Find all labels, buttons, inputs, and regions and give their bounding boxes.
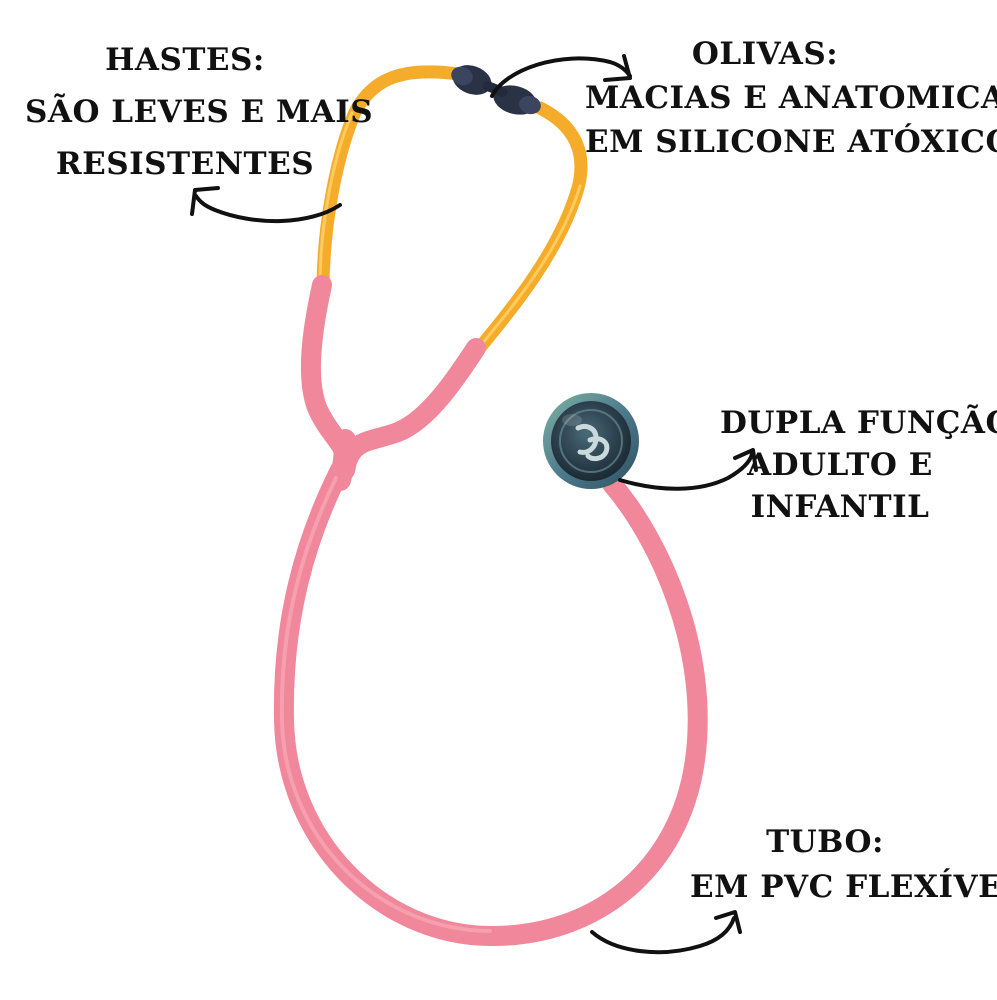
main-tube [273, 460, 708, 947]
left-binaural-highlight [318, 111, 354, 287]
yoke-tubing [300, 275, 486, 491]
callout-arrows [190, 54, 758, 955]
right-binaural [471, 101, 588, 357]
arrow-tubo-icon [590, 916, 736, 955]
label-olivas-line1: MACIAS E ANATOMICAS [585, 80, 997, 116]
main-tube-loop [273, 460, 708, 947]
left-binaural [316, 65, 465, 297]
right-yoke-tube [335, 338, 486, 480]
arrow-tubo-head [714, 910, 742, 934]
label-olivas-line2: EM SILICONE ATÓXICO [585, 124, 997, 160]
binaural-tubes [316, 65, 588, 357]
arrow-dupla-icon [618, 452, 754, 491]
chestpiece-ring [559, 409, 623, 473]
label-tubo-line1: EM PVC FLEXÍVEL [690, 869, 997, 905]
arrow-olivas-icon [490, 56, 632, 98]
chestpiece [543, 393, 639, 489]
label-olivas: OLIVAS: MACIAS E ANATOMICAS EM SILICONE … [585, 32, 997, 164]
arrow-olivas-head [603, 54, 632, 82]
label-hastes: HASTES: SÃO LEVES E MAIS RESISTENTES [25, 34, 374, 190]
main-tube-highlight [279, 476, 492, 933]
label-hastes-title: HASTES: [105, 42, 265, 78]
label-dupla-line1: ADULTO E [747, 447, 933, 483]
label-dupla-line2: INFANTIL [750, 489, 930, 525]
arrow-hastes-icon [194, 194, 342, 224]
right-eartip-inner [519, 95, 541, 115]
left-eartip-inner [451, 66, 473, 86]
label-dupla-funcao: DUPLA FUNÇÃO: ADULTO E INFANTIL [720, 402, 997, 528]
chestpiece-logo-icon [575, 423, 610, 462]
eartips [451, 65, 541, 115]
arrow-hastes-head [190, 186, 220, 216]
arrow-dupla-head [733, 448, 758, 472]
label-hastes-line1: SÃO LEVES E MAIS [25, 94, 374, 130]
label-tubo-title: TUBO: [766, 824, 884, 860]
right-binaural-highlight [480, 184, 582, 346]
label-olivas-title: OLIVAS: [691, 36, 839, 72]
label-tubo: TUBO: EM PVC FLEXÍVEL [690, 820, 997, 910]
chestpiece-shine [562, 414, 582, 426]
label-hastes-line2: RESISTENTES [55, 146, 315, 182]
label-dupla-title: DUPLA FUNÇÃO: [720, 405, 997, 441]
